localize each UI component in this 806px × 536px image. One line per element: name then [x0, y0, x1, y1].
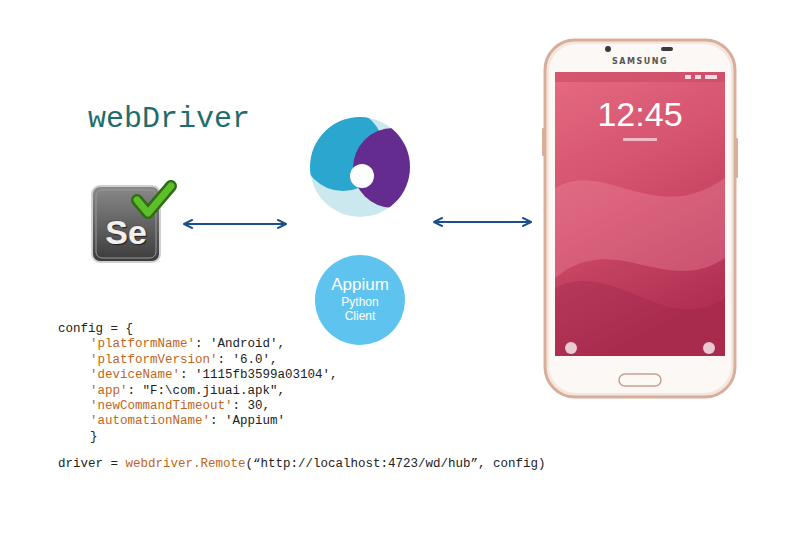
logo-letters: Se [92, 213, 160, 251]
status-bar [555, 72, 725, 82]
code-line: config = { [58, 322, 338, 337]
screen-icon [565, 342, 577, 354]
code-text: : '6.0', [218, 353, 278, 367]
config-key: 'platformName' [90, 337, 195, 351]
logo-center [350, 164, 374, 188]
code-line: 'deviceName': '1115fb3599a03104', [58, 368, 338, 383]
wallpaper-wave [555, 281, 725, 356]
status-icon [685, 75, 691, 79]
code-text: (“http://localhost:4723/wd/hub”, config) [246, 457, 546, 471]
appium-node: AppiumPython Client [290, 112, 430, 352]
client-title: Appium [315, 275, 405, 294]
phone-body [545, 40, 735, 397]
selenium-node: Se [86, 180, 180, 268]
code-text: : "F:\com.jiuai.apk", [128, 384, 286, 398]
code-text: : '1115fb3599a03104', [180, 368, 338, 382]
phone-node: SAMSUNG 12:45 [535, 38, 745, 400]
code-text: } [90, 430, 98, 444]
code-call: webdriver.Remote [126, 457, 246, 471]
double-arrow [184, 223, 286, 225]
sensor [661, 47, 673, 51]
heading-label: webDriver [88, 102, 250, 136]
code-line: 'app': "F:\com.jiuai.apk", [58, 384, 338, 399]
config-key: 'automationName' [90, 414, 210, 428]
status-icon [695, 75, 701, 79]
clock-time: 12:45 [535, 95, 745, 133]
screen-icon [703, 342, 715, 354]
code-line: 'automationName': 'Appium' [58, 414, 338, 429]
phone-illustration [542, 40, 738, 397]
side-button [735, 138, 738, 178]
code-line: 'newCommandTimeout': 30, [58, 399, 338, 414]
code-text: driver = [58, 457, 126, 471]
code-text: : 'Android', [195, 337, 285, 351]
side-button [542, 128, 545, 156]
client-circle [315, 255, 405, 345]
code-block: config = {'platformName': 'Android','pla… [58, 322, 338, 445]
code-block: driver = webdriver.Remote(“http://localh… [58, 457, 546, 472]
front-camera [605, 46, 611, 52]
code-text: : 30, [233, 399, 271, 413]
check-mark [137, 186, 171, 213]
check-outline [137, 186, 171, 213]
date-line [623, 138, 657, 141]
selenium-logo [92, 186, 171, 262]
client-subtitle: Python Client [328, 295, 392, 323]
config-key: 'deviceName' [90, 368, 180, 382]
code-line: 'platformVersion': '6.0', [58, 353, 338, 368]
wallpaper-wave [555, 178, 725, 278]
appium-logo [302, 109, 433, 217]
config-key: 'platformVersion' [90, 353, 218, 367]
code-line: 'platformName': 'Android', [58, 337, 338, 352]
code-text: config = { [58, 322, 133, 336]
logo-tile [92, 186, 160, 262]
config-key: 'newCommandTimeout' [90, 399, 233, 413]
config-key: 'app' [90, 384, 128, 398]
code-line: driver = webdriver.Remote(“http://localh… [58, 457, 546, 472]
brand-name: SAMSUNG [535, 57, 745, 67]
status-icon [705, 75, 717, 79]
double-arrow [434, 221, 531, 223]
code-text: : 'Appium' [210, 414, 285, 428]
home-button [619, 374, 661, 386]
code-line: } [58, 430, 338, 445]
